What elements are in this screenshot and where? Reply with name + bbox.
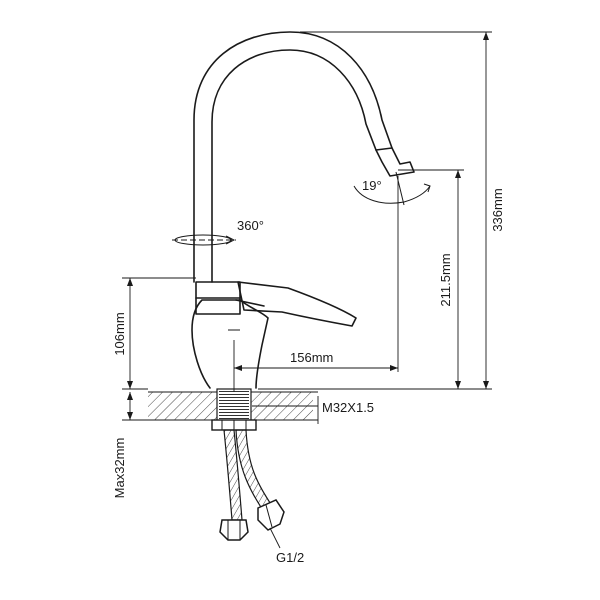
spout — [193, 31, 415, 283]
dim-total-height — [258, 31, 492, 390]
rotation-arrow — [172, 234, 236, 246]
dim-reach — [233, 176, 399, 392]
faucet-body — [191, 281, 357, 389]
thread-label: M32X1.5 — [322, 400, 374, 415]
dim-reach-label: 156mm — [290, 350, 333, 365]
fitting-leader — [269, 527, 281, 549]
dim-base-height-label: 106mm — [112, 312, 127, 355]
fitting-label: G1/2 — [276, 550, 304, 565]
dim-spout-height — [398, 169, 464, 389]
thread-leader — [252, 396, 319, 424]
dim-base-height — [122, 277, 196, 390]
angle-label: 19° — [362, 178, 382, 193]
angle-marker — [353, 171, 431, 206]
dim-spout-height-label: 211.5mm — [438, 253, 453, 306]
rotation-label: 360° — [237, 218, 264, 233]
supply-hoses — [219, 429, 285, 541]
threaded-shank — [211, 388, 257, 431]
dim-max-counter — [122, 392, 148, 421]
dim-total-height-label: 336mm — [490, 188, 505, 231]
dim-max-counter-label: Max32mm — [112, 438, 127, 499]
